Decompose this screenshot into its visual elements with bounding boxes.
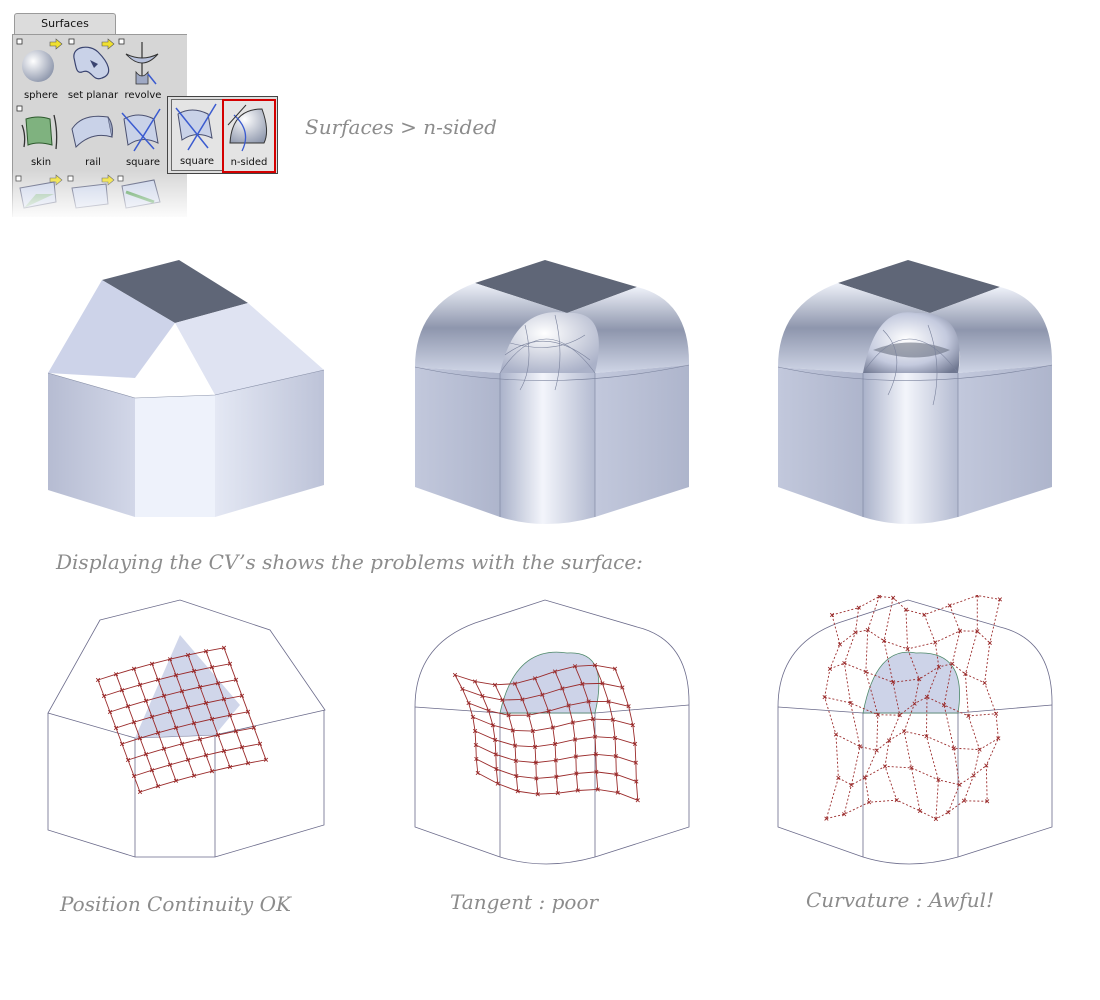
revolve-icon	[118, 38, 159, 85]
tool-label: square	[125, 157, 161, 168]
tool-label: sphere	[23, 90, 59, 101]
caption-curvature: Curvature : Awful!	[806, 888, 995, 912]
tool-square[interactable]: square	[118, 105, 168, 168]
shaded-corner-flat	[47, 260, 325, 517]
cv-hull-grid	[452, 663, 640, 803]
tool-sphere[interactable]: sphere	[16, 38, 66, 101]
cv-hull-grid	[822, 595, 1003, 822]
tool-skin[interactable]: skin	[16, 105, 66, 168]
tool-rail[interactable]: rail	[68, 105, 118, 168]
square-flyout: square n-sided	[167, 96, 278, 174]
tool-label: n-sided	[230, 157, 268, 168]
cv-view-tangent	[414, 599, 690, 865]
tool-label: revolve	[124, 90, 162, 101]
shelf-tab-surfaces[interactable]: Surfaces	[14, 13, 116, 36]
n-sided-icon	[227, 104, 268, 152]
cv-note-caption: Displaying the CV’s shows the problems w…	[56, 550, 643, 574]
shaded-corner-rounded-curvature	[777, 260, 1053, 524]
cv-view-position	[47, 599, 326, 858]
rail-icon	[71, 115, 113, 148]
square-icon	[121, 108, 161, 152]
flyout-tool-square[interactable]: square	[171, 99, 223, 171]
caption-position: Position Continuity OK	[60, 892, 291, 916]
skin-icon	[16, 105, 58, 150]
menu-path-caption: Surfaces > n-sided	[305, 115, 497, 139]
tool-label: square	[179, 156, 215, 167]
tool-label: skin	[30, 157, 52, 168]
tool-label: rail	[85, 157, 101, 168]
flyout-tool-n-sided[interactable]: n-sided	[222, 99, 276, 173]
tool-revolve[interactable]: revolve	[118, 38, 168, 101]
set-planar-icon	[68, 38, 115, 80]
caption-tangent: Tangent : poor	[450, 890, 599, 914]
tool-set-planar[interactable]: set planar	[68, 38, 118, 101]
cv-hull-grid	[95, 645, 269, 795]
cv-view-curvature	[777, 595, 1053, 865]
tool-label: set planar	[67, 90, 119, 101]
shelf-fade	[0, 170, 200, 230]
shaded-corner-rounded-tangent	[414, 260, 690, 524]
square-icon	[175, 103, 217, 151]
sphere-icon	[16, 38, 63, 82]
